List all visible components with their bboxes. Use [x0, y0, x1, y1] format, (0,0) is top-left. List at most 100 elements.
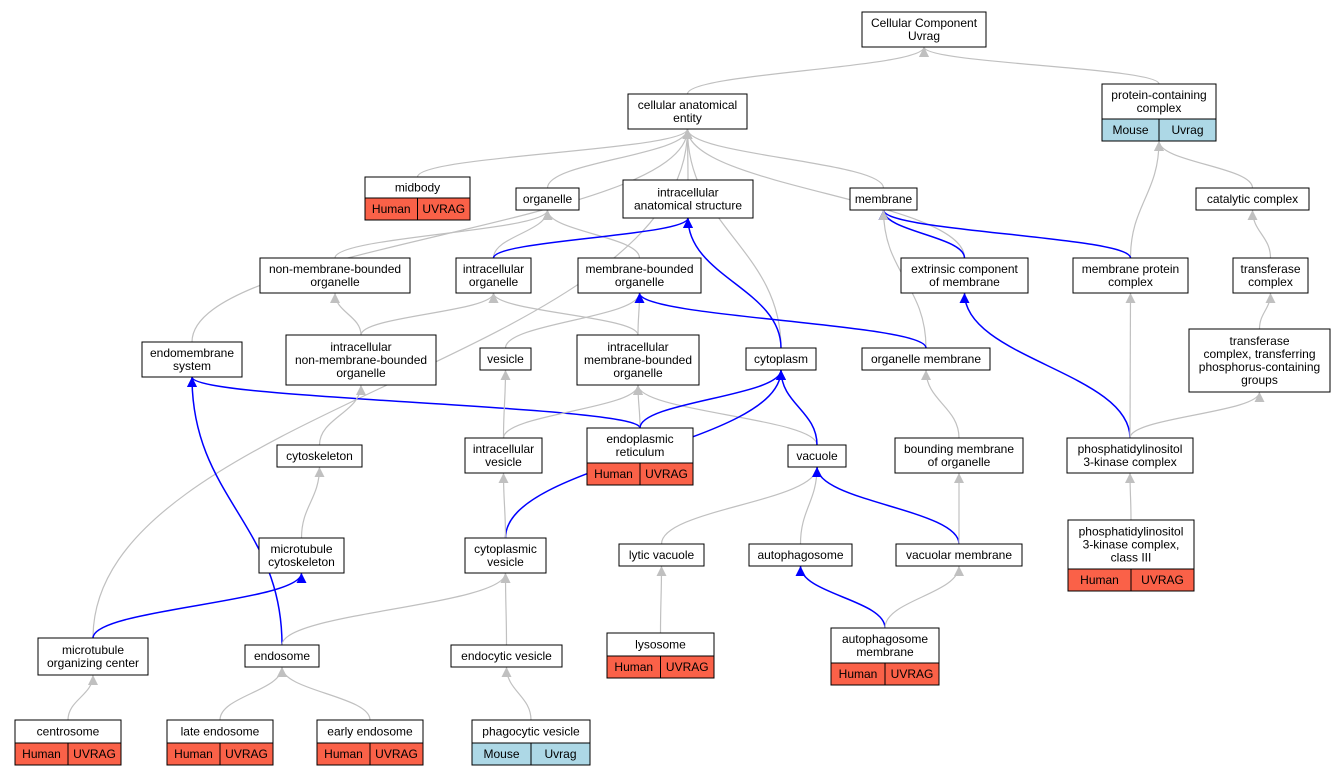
annotation-label: Mouse: [1112, 123, 1148, 137]
edge-late-endosome-to-endosome: [219, 666, 287, 721]
node-label-line: complex: [1137, 101, 1182, 115]
node-catalytic-complex[interactable]: catalytic complex: [1195, 187, 1310, 211]
node-label-line: endoplasmic: [606, 432, 673, 446]
node-label-line: complex: [1248, 275, 1293, 289]
edge-endocytic-vesicle-to-cytoplasmic-vesicle: [500, 572, 511, 646]
annotation-label: UVRAG: [73, 747, 116, 761]
node-label-line: transferase: [1240, 262, 1300, 276]
node-label-line: membrane-bounded: [585, 262, 693, 276]
edge-vacuole-to-intracellular-membrane-bounded-organelle: [633, 384, 818, 446]
node-label-line: phosphorus-containing: [1199, 360, 1320, 374]
edge-midbody-to-cellular-anatomical-entity: [416, 128, 693, 178]
annotation-label: Human: [594, 467, 633, 481]
node-label-line: anatomical structure: [634, 199, 742, 213]
edge-intracellular-non-membrane-bounded-organelle-to-non-membrane-bounded-organelle: [330, 292, 362, 336]
node-cytoplasm[interactable]: cytoplasm: [745, 347, 817, 371]
annotation-label: Uvrag: [544, 747, 576, 761]
edge-endoplasmic-reticulum-to-endomembrane-system: [187, 376, 641, 429]
annotation-label: UVRAG: [1141, 573, 1184, 587]
annotation-label: UVRAG: [422, 202, 465, 216]
node-box: [900, 257, 1029, 294]
node-organelle[interactable]: organelle: [515, 187, 580, 211]
edge-extrinsic-component-of-membrane-to-cellular-anatomical-entity: [682, 128, 966, 259]
node-box: [276, 444, 363, 468]
edge-intracellular-vesicle-to-vesicle: [500, 369, 511, 439]
node-label-line: phagocytic vesicle: [482, 725, 580, 739]
node-label-line: entity: [673, 111, 702, 125]
edge-transferase-complex-to-catalytic-complex: [1247, 209, 1272, 259]
node-endocytic-vesicle[interactable]: endocytic vesicle: [450, 644, 563, 668]
annotation-cell: [660, 655, 715, 679]
node-endosome[interactable]: endosome: [244, 644, 320, 668]
edge-vesicle-to-membrane-bounded-organelle: [504, 292, 645, 349]
node-intracellular-non-membrane-bounded-organelle[interactable]: intracellularnon-membrane-boundedorganel…: [285, 334, 437, 386]
annotation-label: UVRAG: [645, 467, 688, 481]
node-box: [37, 637, 149, 676]
node-label-line: late endosome: [181, 725, 260, 739]
edge-catalytic-complex-to-protein-containing-complex: [1154, 140, 1254, 189]
edge-membrane-to-cellular-anatomical-entity: [682, 128, 885, 189]
node-label-line: autophagosome: [757, 548, 843, 562]
edge-pi3k-complex-to-membrane-protein-complex: [1125, 292, 1136, 439]
node-box: [849, 187, 918, 211]
edge-lytic-vacuole-to-vacuole: [660, 466, 822, 545]
node-vacuolar-membrane[interactable]: vacuolar membrane: [895, 543, 1023, 567]
node-box: [861, 11, 987, 48]
node-lytic-vacuole[interactable]: lytic vacuole: [618, 543, 705, 567]
node-label-line: cytoplasm: [754, 352, 808, 366]
node-box: [464, 537, 547, 574]
node-box: [285, 334, 437, 386]
node-label-line: intracellular: [463, 262, 524, 276]
annotation-label: Human: [174, 747, 213, 761]
node-box: [618, 543, 705, 567]
node-label-line: microtubule: [270, 542, 332, 556]
node-label-line: endocytic vesicle: [461, 649, 552, 663]
node-box: [895, 543, 1023, 567]
annotation-cell: [884, 662, 940, 686]
node-cytoskeleton[interactable]: cytoskeleton: [276, 444, 363, 468]
node-label-line: organizing center: [47, 656, 139, 670]
edge-endosome-to-cytoplasmic-vesicle: [281, 572, 511, 646]
edge-membrane-bounded-organelle-to-organelle: [542, 209, 641, 259]
node-vesicle[interactable]: vesicle: [479, 347, 532, 371]
edge-autophagosome-to-vacuole: [799, 466, 822, 545]
node-membrane[interactable]: membrane: [849, 187, 918, 211]
node-label-line: intracellular: [330, 340, 391, 354]
node-organelle-membrane[interactable]: organelle membrane: [861, 347, 991, 371]
node-label-line: intracellular: [657, 186, 718, 200]
node-vacuole[interactable]: vacuole: [787, 444, 847, 468]
node-label-line: intracellular: [607, 340, 668, 354]
edge-protein-containing-complex-to-cellular-component: [919, 46, 1160, 85]
node-box: [141, 341, 243, 378]
node-autophagosome[interactable]: autophagosome: [748, 543, 853, 567]
